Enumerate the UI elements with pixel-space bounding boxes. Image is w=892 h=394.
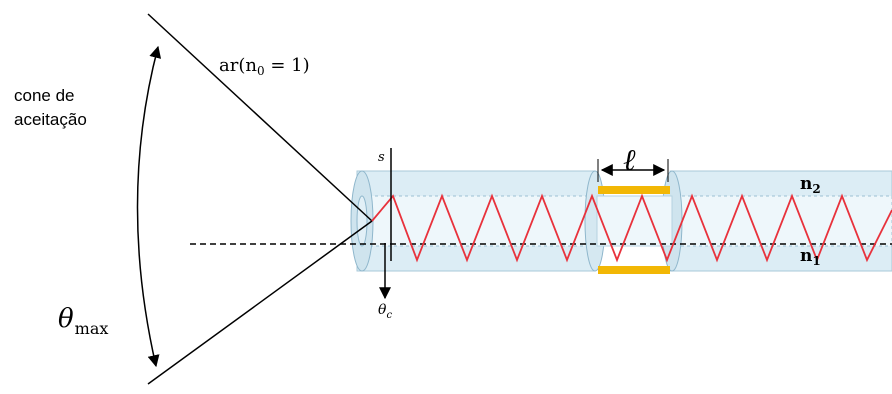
air-text-rest: = 1) [264, 55, 310, 76]
cladding-index-n2: n2 [800, 174, 821, 196]
air-subscript: 0 [256, 64, 265, 78]
cone-label-line1: cone de [14, 86, 75, 105]
n2-subscript: 2 [812, 182, 821, 196]
cone-lower-edge [147, 220, 373, 385]
sensor-band-bottom [598, 266, 670, 274]
sensor-band-top [598, 186, 670, 194]
acceptance-cone-label: cone de aceitação [14, 84, 124, 132]
fiber-segment-right [661, 170, 892, 272]
fiber-segment-left [350, 170, 606, 272]
s-label: s [378, 150, 385, 165]
n2-text: n [800, 174, 813, 194]
light-ray [371, 193, 892, 263]
theta-c-subscript: c [386, 310, 393, 321]
theta-max-label: θmax [58, 304, 108, 337]
acceptance-angle-arc [136, 45, 162, 368]
air-text: ar(n [219, 55, 257, 76]
cone-upper-edge [147, 13, 373, 222]
theta-max-symbol: θ [58, 304, 74, 334]
theta-c-label: θc [378, 302, 392, 321]
exposed-core [596, 195, 673, 247]
length-ell-label: ℓ [623, 143, 636, 178]
air-index-label: ar(n0 = 1) [219, 55, 310, 78]
n1-text: n [800, 246, 813, 266]
theta-c-symbol: θ [378, 302, 387, 318]
n1-subscript: 1 [812, 254, 821, 268]
cone-label-line2: aceitação [14, 110, 87, 129]
theta-max-subscript: max [74, 319, 109, 338]
core-index-n1: n1 [800, 246, 821, 268]
